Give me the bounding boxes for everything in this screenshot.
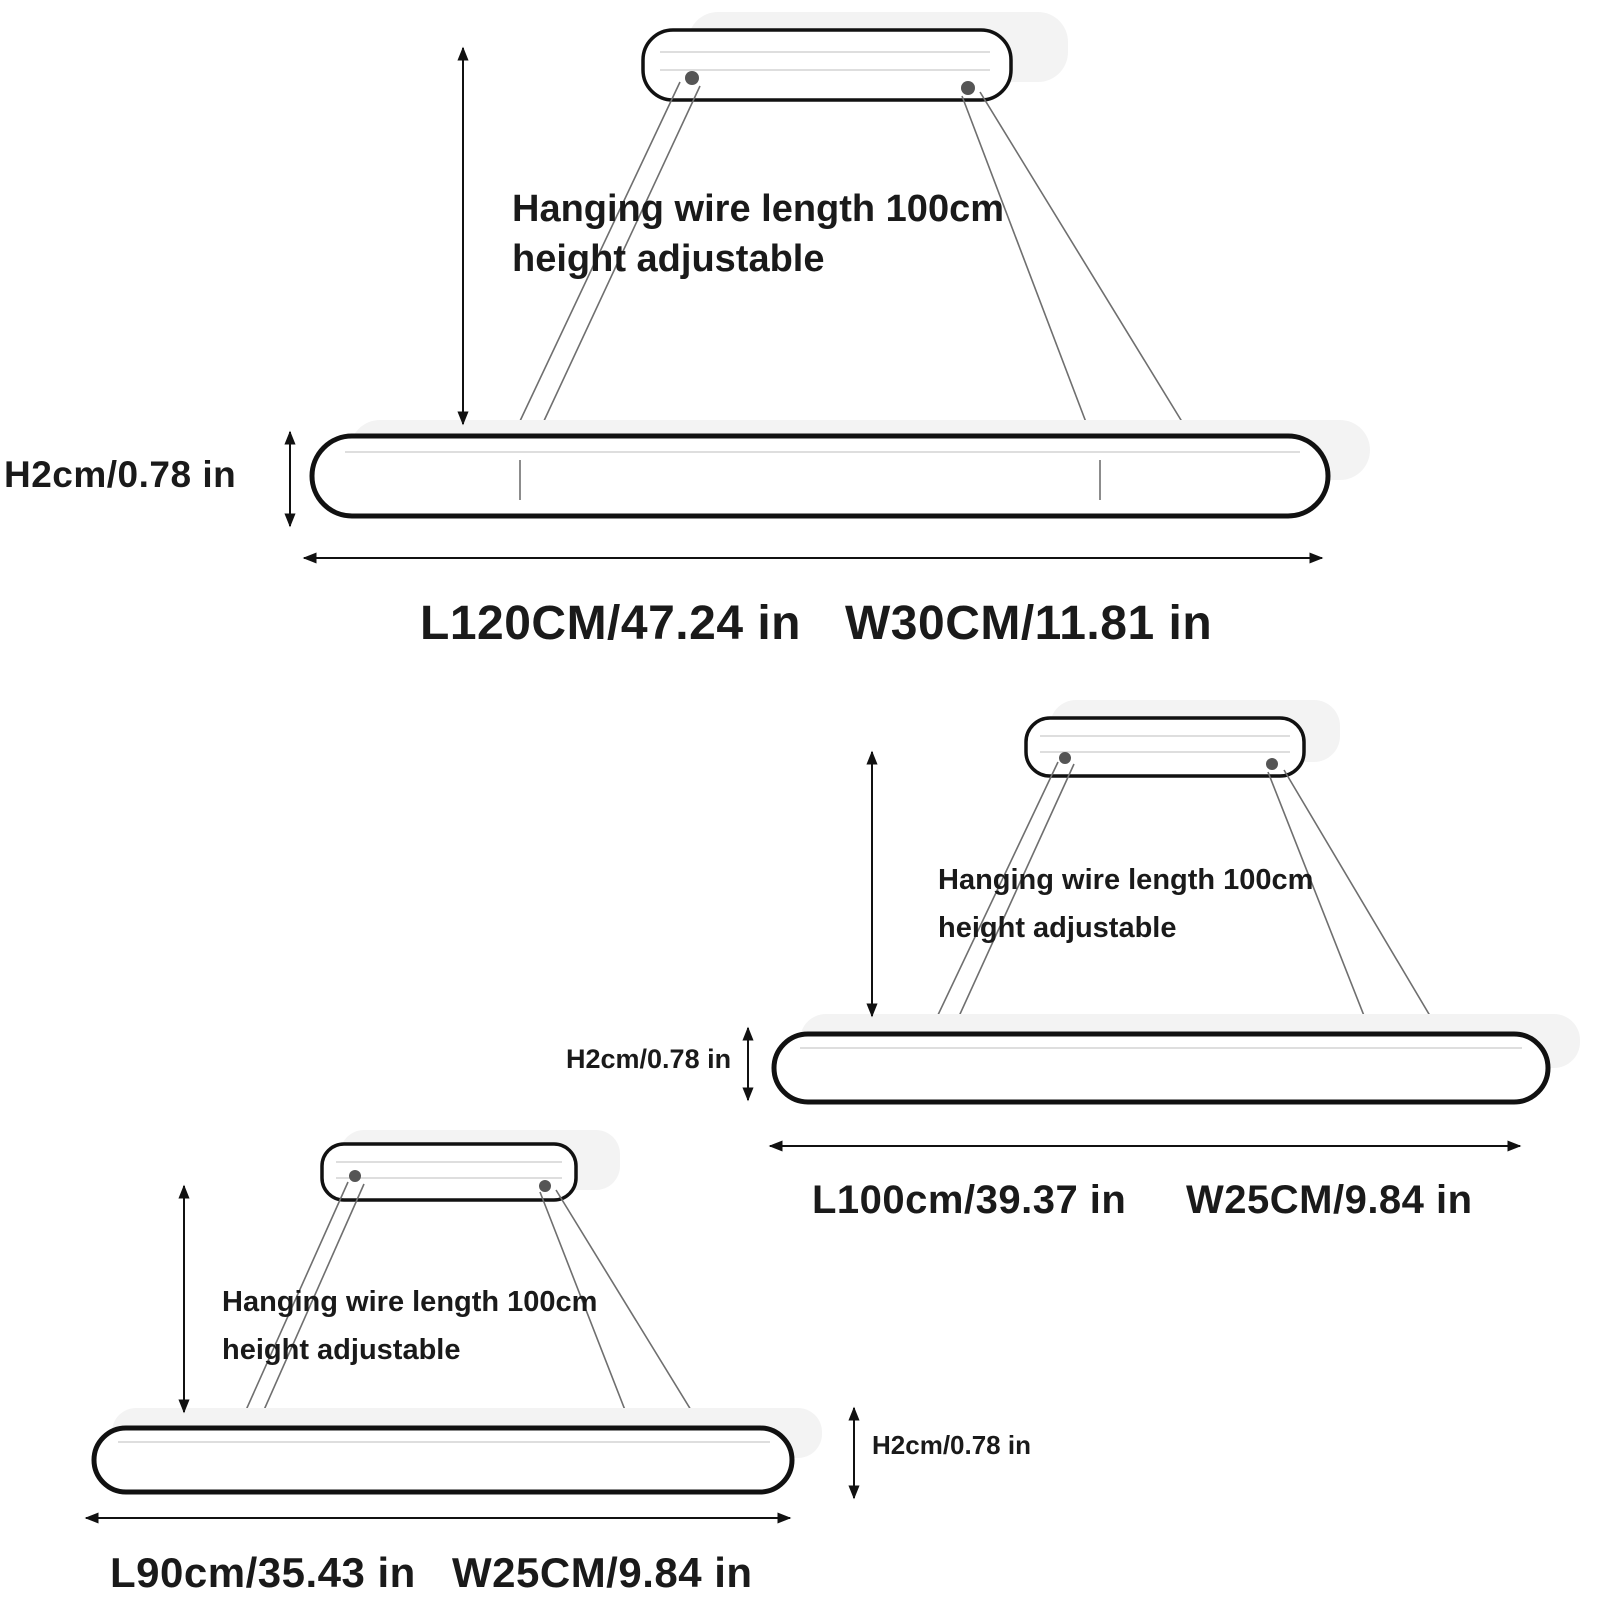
large-width-label: W30CM/11.81 in	[845, 597, 1213, 650]
small-canopy-screw-right	[539, 1180, 551, 1192]
small-light	[84, 1130, 860, 1524]
small-wire-left-inner	[255, 1183, 365, 1429]
medium-width-label: W25CM/9.84 in	[1186, 1178, 1473, 1222]
large-canopy	[641, 28, 1013, 102]
medium-wire-left-outer	[927, 761, 1059, 1037]
large-length-label: L120CM/47.24 in	[420, 597, 801, 650]
large-wire-left-outer	[511, 81, 681, 439]
medium-canopy-screw-left	[1059, 752, 1071, 764]
medium-canopy	[1024, 716, 1306, 778]
small-wire-label-line1: Hanging wire length 100cm	[222, 1286, 598, 1318]
medium-wire-left-inner	[949, 763, 1075, 1037]
large-wire-label-line1: Hanging wire length 100cm	[512, 188, 1004, 230]
medium-light	[742, 700, 1580, 1152]
medium-light-body	[771, 1031, 1551, 1105]
large-wire-label-line2: height adjustable	[512, 238, 825, 280]
large-wire-right-inner	[961, 95, 1093, 439]
medium-wire-label-line1: Hanging wire length 100cm	[938, 864, 1314, 896]
large-wire-left-inner	[535, 85, 701, 439]
small-width-label: W25CM/9.84 in	[452, 1549, 753, 1596]
large-height-label: H2cm/0.78 in	[4, 454, 237, 495]
medium-wire-label-line2: height adjustable	[938, 912, 1177, 944]
small-wire-right-outer	[555, 1189, 703, 1429]
small-canopy	[320, 1142, 578, 1202]
small-wire-label-line2: height adjustable	[222, 1334, 461, 1366]
small-light-body	[91, 1425, 795, 1495]
medium-canopy-screw-right	[1266, 758, 1278, 770]
large-wire-right-outer	[979, 91, 1193, 439]
small-height-label: H2cm/0.78 in	[872, 1430, 1031, 1460]
large-canopy-screw-right	[961, 81, 975, 95]
medium-length-label: L100cm/39.37 in	[812, 1178, 1127, 1222]
medium-wire-right-inner	[1267, 771, 1373, 1037]
large-canopy-screw-left	[685, 71, 699, 85]
large-light-body	[309, 433, 1331, 519]
large-light	[284, 12, 1370, 564]
small-wire-left-outer	[237, 1181, 349, 1429]
small-canopy-screw-left	[349, 1170, 361, 1182]
small-wire-right-inner	[539, 1191, 633, 1429]
small-length-label: L90cm/35.43 in	[110, 1549, 416, 1596]
medium-height-label: H2cm/0.78 in	[566, 1044, 732, 1074]
medium-wire-right-outer	[1283, 769, 1443, 1037]
